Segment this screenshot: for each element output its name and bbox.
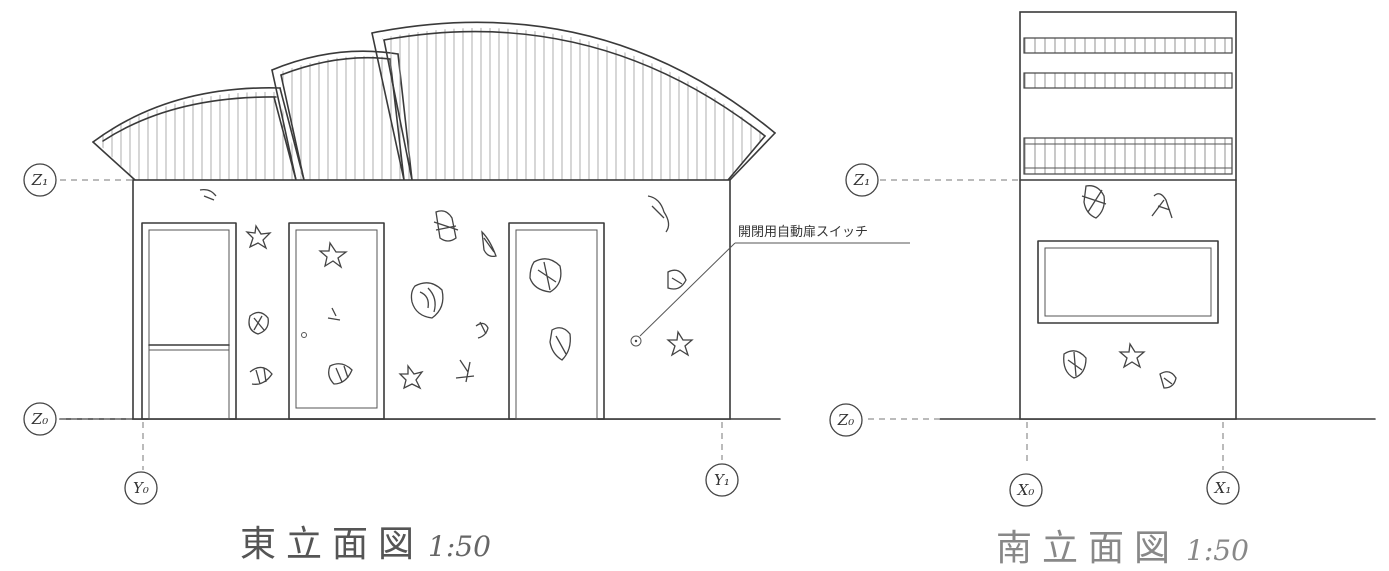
south-elevation-scale: 1:50	[1186, 534, 1249, 567]
roof-shell-middle	[280, 55, 412, 180]
grid-bubble-z0-east: Z₀	[23, 402, 57, 436]
roof-louver-bands	[1023, 37, 1233, 175]
south-elevation-title: 南立面図	[996, 528, 1180, 569]
roof-shell-right	[382, 27, 765, 180]
east-door-right	[508, 222, 605, 420]
svg-text:Z₀: Z₀	[837, 411, 854, 429]
grid-bubble-y1: Y₁	[705, 463, 739, 497]
svg-text:X₀: X₀	[1017, 481, 1035, 499]
svg-text:Z₁: Z₁	[31, 171, 48, 189]
grid-bubble-z0-south: Z₀	[829, 403, 863, 437]
east-wall-motifs	[199, 188, 694, 390]
grid-bubble-z1-south: Z₁	[845, 163, 879, 197]
east-wall	[132, 179, 731, 420]
east-door-left	[141, 222, 237, 420]
grid-bubble-x0: X₀	[1009, 473, 1043, 507]
south-window	[1037, 240, 1219, 324]
roof-shell-left	[95, 91, 302, 180]
svg-text:Y₁: Y₁	[714, 471, 730, 489]
east-elevation-title: 東立面図	[240, 524, 424, 565]
svg-text:Z₀: Z₀	[31, 410, 48, 428]
east-elevation-scale: 1:50	[428, 530, 491, 563]
svg-text:Z₁: Z₁	[853, 171, 870, 189]
switch-note: 開閉用自動扉スイッチ	[738, 224, 868, 240]
door-switch	[630, 242, 910, 347]
east-door-middle	[288, 222, 385, 420]
svg-text:Y₀: Y₀	[133, 479, 149, 497]
grid-bubble-y0: Y₀	[124, 471, 158, 505]
south-elevation: Z₁ Z₀ X₀ X₁ 南立面図 1:50	[829, 11, 1376, 569]
grid-bubble-z1-east: Z₁	[23, 163, 57, 197]
svg-text:X₁: X₁	[1214, 479, 1232, 497]
east-roof-shells	[92, 21, 776, 181]
south-wall-motifs	[1063, 185, 1177, 389]
east-elevation: 開閉用自動扉スイッチ Z₁	[23, 21, 910, 565]
grid-bubble-x1: X₁	[1206, 471, 1240, 505]
